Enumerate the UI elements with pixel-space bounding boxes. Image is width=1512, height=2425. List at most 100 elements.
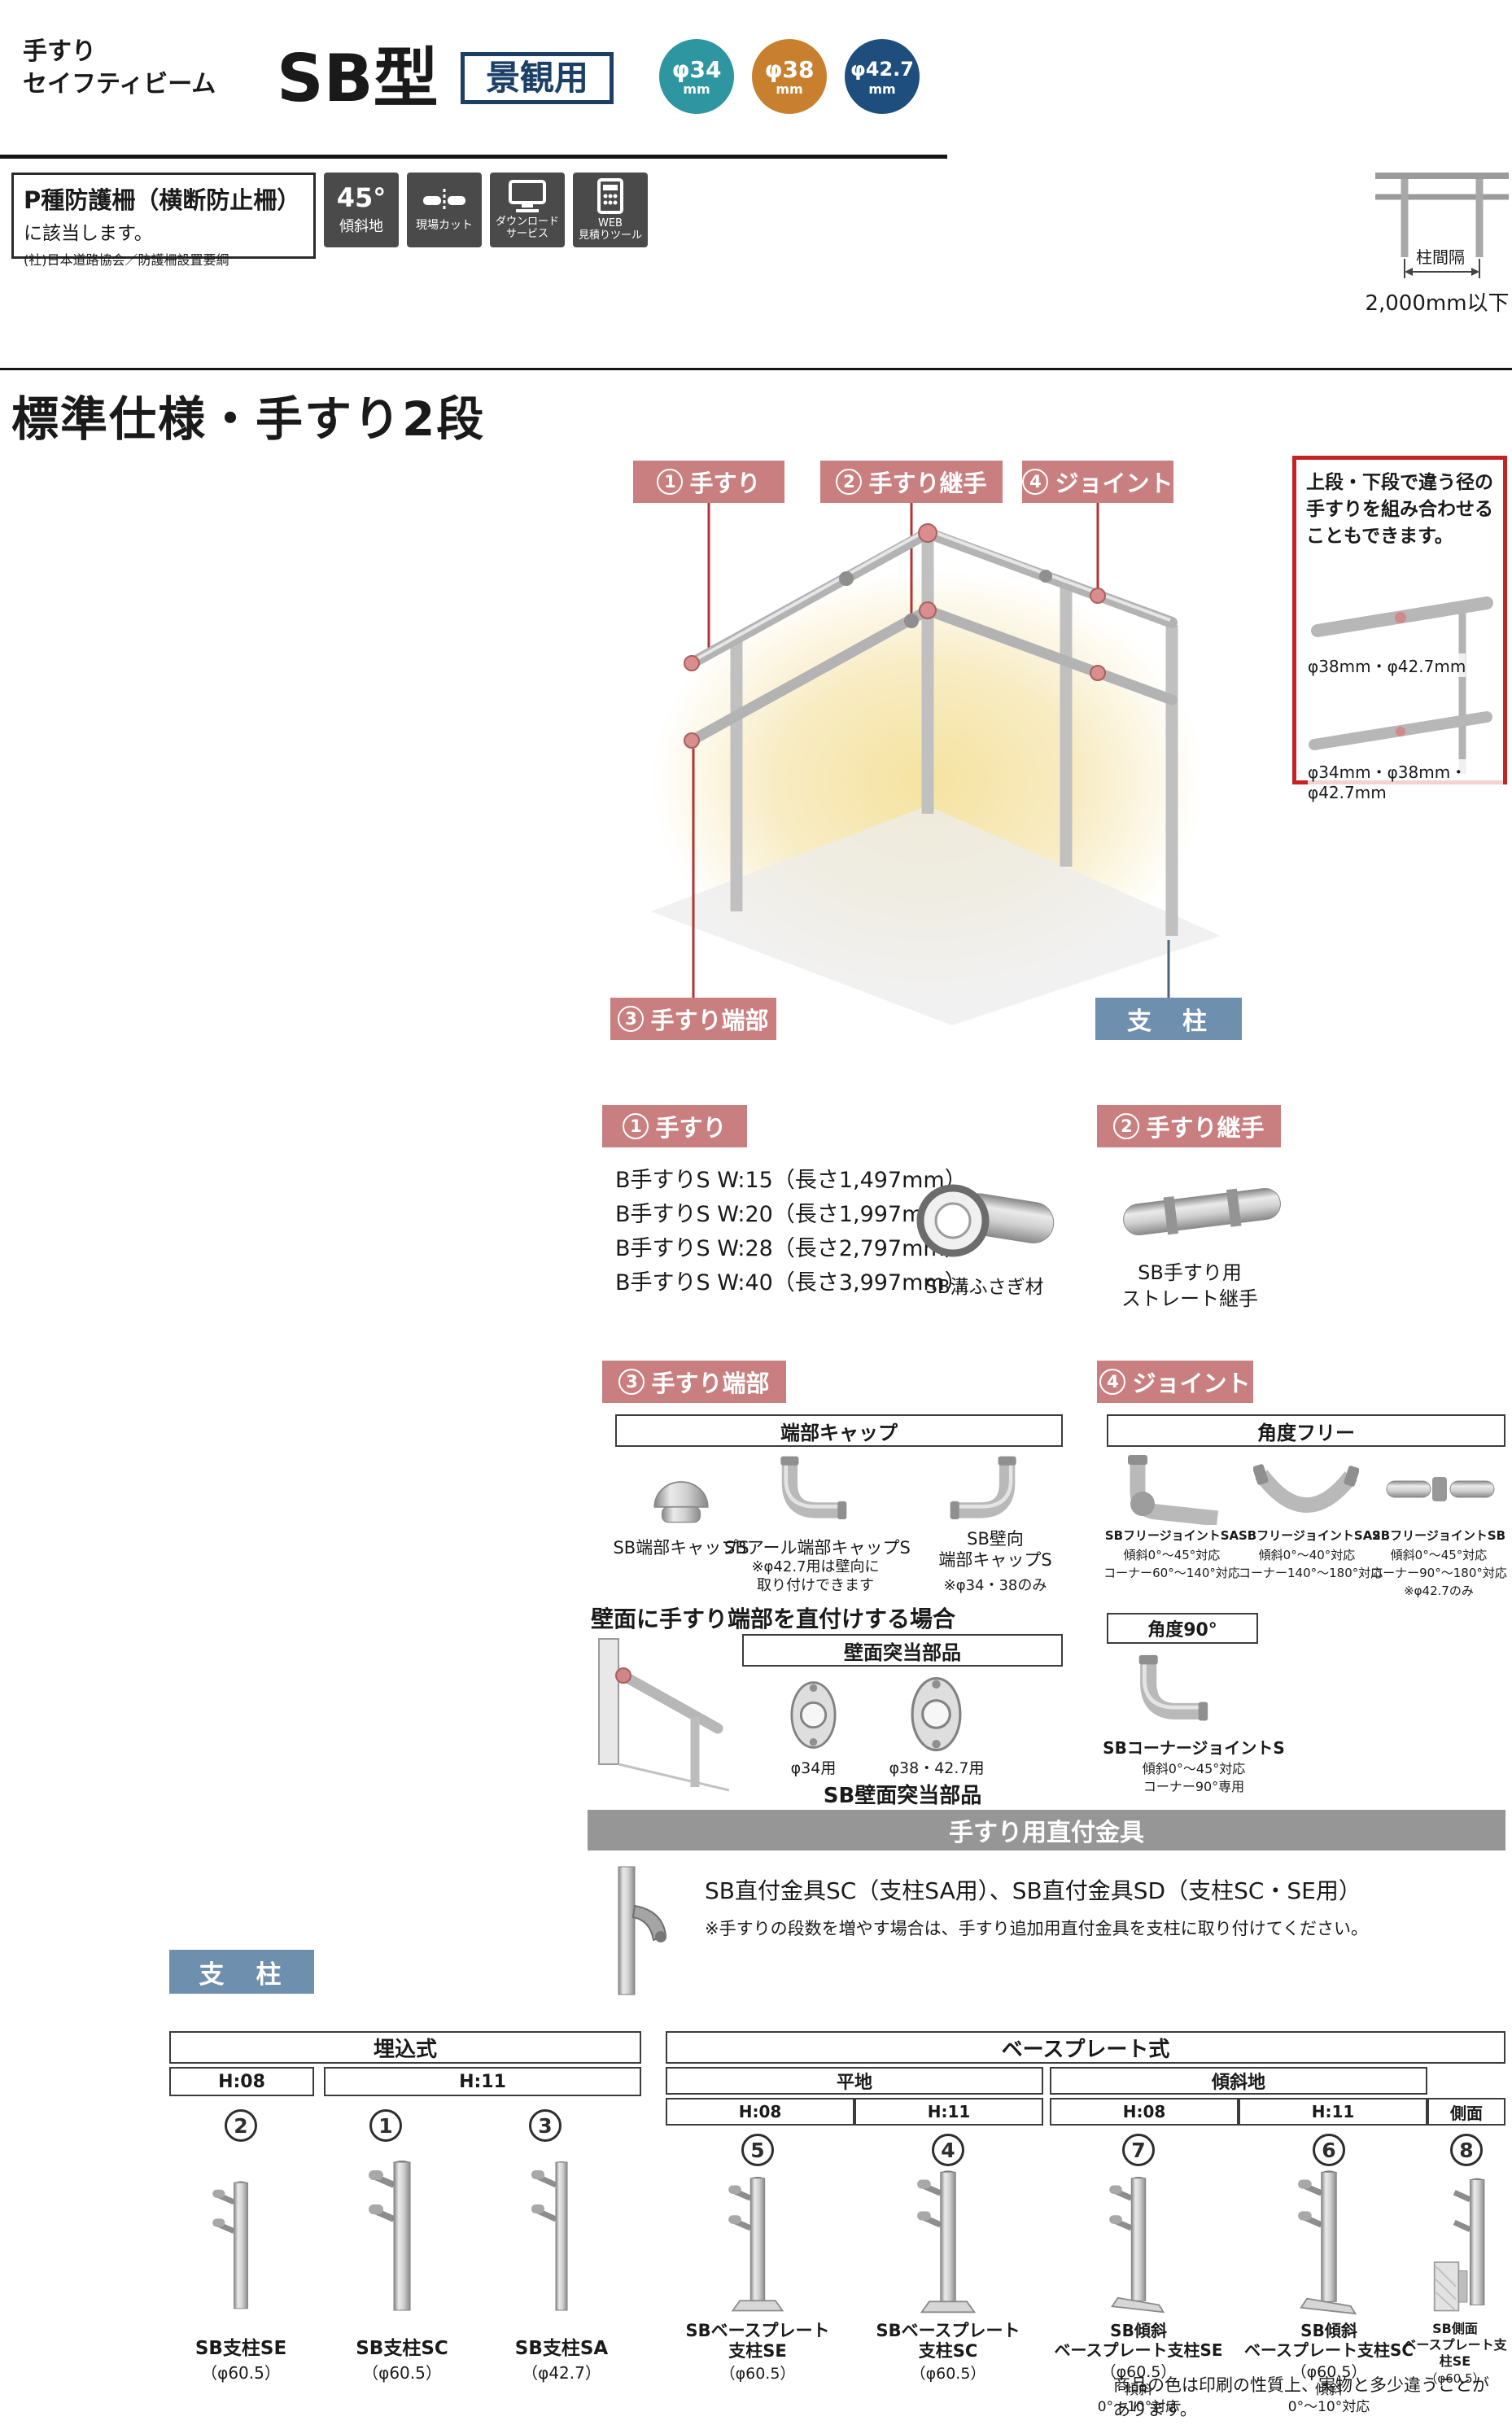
product-name: SB傾斜 ベースプレート支柱SC xyxy=(1243,2321,1414,2360)
circled-number: 1 xyxy=(657,469,684,495)
diameter-value: φ38 xyxy=(764,56,815,83)
baseplate-post-se-image xyxy=(721,2171,794,2314)
pitch-label: 柱間隔 xyxy=(1416,247,1465,267)
wall-part-label: SB壁面突当部品 xyxy=(823,1784,982,1808)
bracket-line2: ※手すりの段数を増やす場合は、手すり追加用直付金具を支柱に取り付けてください。 xyxy=(705,1919,1368,1938)
feature-badge-slope: 45° 傾斜地 xyxy=(324,173,399,247)
product-number: 2 xyxy=(225,2109,257,2142)
footer-note-line: 商品の色は印刷の性質上、実物と多少違うことがあります。 xyxy=(1113,2375,1489,2419)
wall-mount-diagram xyxy=(596,1637,734,1792)
straight-connector-image xyxy=(1117,1167,1287,1256)
wall-flange-38-label: φ38・42.7用 xyxy=(889,1759,985,1777)
handrail-size-list: B手すりS W:15（長さ1,497mm） B手すりS W:20（長さ1,997… xyxy=(615,1164,967,1300)
r-end-cap-label: SBアール端部キャップS xyxy=(724,1538,911,1558)
mix-lower-label: φ34mm・φ38mm・φ42.7mm xyxy=(1308,759,1503,802)
section-handrail-header: 1 手すり xyxy=(602,1105,747,1147)
product-label: SB支柱SC （φ60.5） xyxy=(321,2332,483,2383)
post-se-image xyxy=(204,2174,277,2313)
product-diameter: （φ60.5） xyxy=(910,2365,986,2383)
product-diameter: （φ60.5） xyxy=(719,2365,796,2383)
slope-baseplate-post-se-image xyxy=(1102,2171,1175,2314)
free-joint-sa2-image xyxy=(1253,1457,1359,1525)
end-cap-image xyxy=(636,1460,726,1528)
product-note: 傾斜 0°〜10°対応 xyxy=(1097,2382,1180,2415)
free-joint-sb-note3: ※φ42.7のみ xyxy=(1404,1584,1474,1598)
circled-number: 2 xyxy=(1113,1113,1140,1139)
wall-mount-title: 壁面に手すり端部を直付けする場合 xyxy=(591,1606,956,1632)
product-name: SBベースプレート 支柱SE xyxy=(685,2321,830,2361)
bracket-line1: SB直付金具SC（支柱SA用）、SB直付金具SD（支柱SC・SE用） xyxy=(705,1877,1361,1904)
mix-note-diagram xyxy=(1309,596,1493,774)
handrail-size-item: B手すりS W:28（長さ2,797mm） xyxy=(615,1236,967,1261)
product-label: SBベースプレート 支柱SC （φ60.5） xyxy=(859,2321,1038,2383)
free-joint-sb-image xyxy=(1383,1463,1497,1515)
section-joint-header: 4 ジョイント xyxy=(1097,1361,1253,1403)
use-badge: 景観用 xyxy=(461,52,614,105)
circled-number: 2 xyxy=(836,469,863,495)
groove-pipe-image xyxy=(907,1170,1062,1268)
base-flat-header: 平地 xyxy=(666,2067,1043,2095)
brand-line1: 手すり xyxy=(23,37,96,66)
post-section-header: 支 柱 xyxy=(169,1950,314,1994)
post-sc-image xyxy=(365,2152,439,2315)
angle-90-subheader: 角度90° xyxy=(1107,1613,1258,1644)
mix-note-box: 上段・下段で違う径の手すりを組み合わせることもできます。 φ38mm・φ42.7… xyxy=(1292,456,1507,802)
base-table-header: ベースプレート式 xyxy=(666,2031,1505,2064)
product-diameter: （φ60.5） xyxy=(362,2363,442,2383)
product-number: 7 xyxy=(1122,2134,1155,2166)
free-joint-sa-image xyxy=(1118,1453,1224,1525)
product-name: SB支柱SC xyxy=(356,2338,448,2359)
circled-number: 4 xyxy=(1022,469,1049,495)
brand-block: 手すり セイフティビーム xyxy=(23,36,216,101)
feature-badge-cut: 現場カット xyxy=(407,173,482,247)
product-label: SBベースプレート 支柱SE （φ60.5） xyxy=(668,2321,847,2383)
product-name: SB支柱SE xyxy=(194,2338,287,2359)
r-end-cap-note: ※φ42.7用は壁向に 取り付けできます xyxy=(751,1558,880,1594)
free-joint-sb-label: SBフリージョイントSB xyxy=(1371,1528,1506,1543)
section-label: 手すり継手 xyxy=(1146,1114,1265,1142)
wall-end-cap-note: ※φ34・38のみ xyxy=(943,1577,1047,1594)
base-flat-h11: H:11 xyxy=(854,2098,1043,2126)
mix-note-text: 上段・下段で違う径の手すりを組み合わせることもできます。 xyxy=(1306,472,1493,547)
wall-end-cap-label: SB壁向 端部キャップS xyxy=(938,1529,1052,1570)
free-joint-sa2-note1: 傾斜0°〜40°対応 xyxy=(1258,1548,1356,1562)
slope-45-icon: 45° xyxy=(336,182,387,213)
compliance-sub: に該当します。 xyxy=(24,223,153,244)
product-number: 8 xyxy=(1450,2134,1483,2166)
compliance-title: P種防護柵（横断防止柵） xyxy=(24,186,301,214)
product-name: SB側面 ベースプレート支柱SE xyxy=(1403,2321,1507,2369)
section-end-header: 3 手すり端部 xyxy=(602,1361,786,1403)
callout-label: 手すり xyxy=(689,470,761,497)
feature-badge-label: WEB 見積りツール xyxy=(578,217,642,242)
free-joint-sa-label: SBフリージョイントSA xyxy=(1104,1528,1239,1543)
corner-joint-image xyxy=(1123,1652,1221,1730)
feature-badges: 45° 傾斜地 現場カット ダウンロード サービス xyxy=(324,173,648,247)
end-cap-subheader: 端部キャップ xyxy=(615,1414,1063,1447)
free-angle-subheader: 角度フリー xyxy=(1107,1414,1505,1447)
circled-number: 4 xyxy=(1099,1369,1126,1395)
callout-label: 手すり端部 xyxy=(650,1007,769,1034)
free-joint-sa2-note2: コーナー140°〜180°対応 xyxy=(1239,1566,1383,1580)
corner-joint-note2: コーナー90°専用 xyxy=(1143,1779,1245,1794)
diameter-unit: mm xyxy=(868,81,896,97)
product-diameter: （φ60.5） xyxy=(1100,2363,1177,2381)
callout-handrail: 1 手すり xyxy=(633,461,784,503)
product-label: SB支柱SE （φ60.5） xyxy=(160,2332,322,2383)
compliance-note: (社)日本道路協会／防護柵設置要綱 xyxy=(24,252,229,268)
section-divider xyxy=(0,368,1512,370)
pole-pitch-diagram xyxy=(1375,173,1509,278)
free-joint-sa-note1: 傾斜0°〜45°対応 xyxy=(1123,1548,1221,1562)
page-title: 標準仕様・手すり2段 xyxy=(11,391,486,447)
r-end-cap-image xyxy=(771,1453,853,1528)
groove-label: SB溝ふさぎ材 xyxy=(925,1277,1044,1298)
bracket-bar: 手すり用直付金具 xyxy=(588,1810,1505,1850)
free-joint-sa-note2: コーナー60°〜140°対応 xyxy=(1103,1566,1240,1580)
product-label: SB傾斜 ベースプレート支柱SE （φ60.5） 傾斜 0°〜10°対応 xyxy=(1049,2321,1228,2416)
product-diameter: （φ60.5） xyxy=(1291,2363,1367,2381)
section-label: 手すり端部 xyxy=(651,1370,770,1397)
brand-line2: セイフティビーム xyxy=(23,70,216,98)
base-slope-header: 傾斜地 xyxy=(1050,2067,1427,2095)
handrail-size-item: B手すりS W:40（長さ3,997mm） xyxy=(615,1270,967,1296)
base-flat-h08: H:08 xyxy=(666,2098,854,2126)
